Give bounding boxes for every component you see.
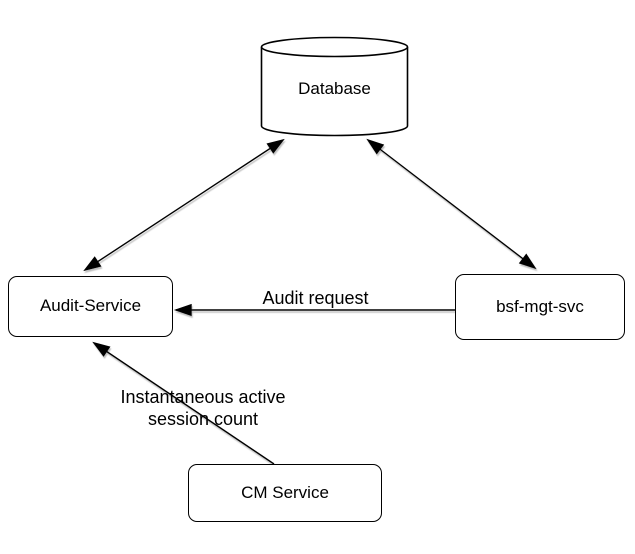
database-cylinder-top [260,36,409,58]
arrowhead-icon [518,253,537,270]
node-cm-service-label: CM Service [241,482,329,502]
node-database-label: Database [298,79,371,98]
arrowhead-icon [266,138,285,154]
arrowhead-icon [92,341,111,357]
edge-label-session-count: Instantaneous active session count [120,387,286,429]
edge-group [83,138,537,465]
arrowhead-icon [83,256,102,272]
node-cm-service: CM Service [188,464,382,522]
edge-label-audit-request: Audit request [262,288,369,308]
node-audit-service-label: Audit-Service [39,296,142,316]
database-cylinder-body [260,47,409,137]
arrowhead-icon [366,138,385,155]
node-bsf-mgt-svc: bsf-mgt-svc [455,274,625,340]
edge-cm-audit-line [93,342,275,465]
database-cylinder-icon [260,36,409,137]
node-audit-service: Audit-Service [8,276,173,337]
node-bsf-mgt-svc-label: bsf-mgt-svc [496,296,584,316]
arrowhead-icon [173,303,192,317]
edge-bsf-database-line [367,139,536,269]
edge-audit-database-line [84,139,284,271]
